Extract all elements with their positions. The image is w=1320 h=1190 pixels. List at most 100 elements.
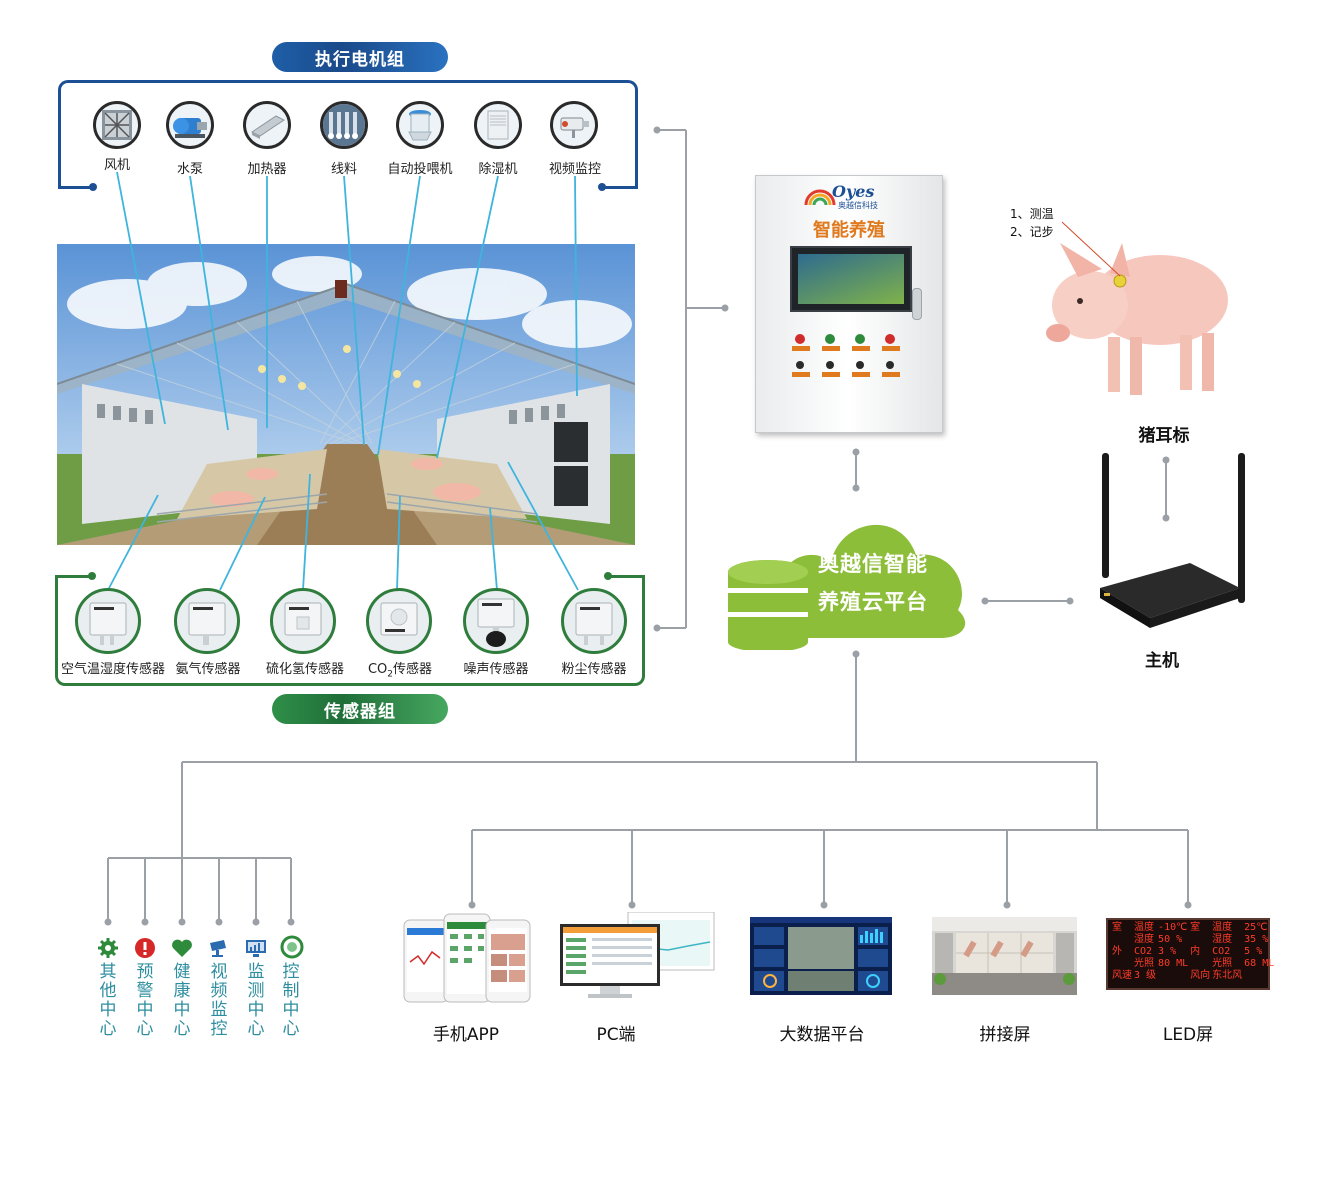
center-label-monitor: 监测中心 <box>247 962 265 1039</box>
center-label-control: 控制中心 <box>282 962 300 1039</box>
ear-tag-pointer <box>1061 221 1121 277</box>
cabinet-touchscreen <box>790 246 912 312</box>
co2-subscript: 2 <box>387 669 394 680</box>
led-cell: 风向 <box>1190 970 1211 981</box>
sensor-frame-top-left <box>55 575 92 578</box>
center-label-other: 其他中心 <box>99 962 117 1039</box>
feed-line-icon <box>320 101 368 149</box>
actuator-label-pump: 水泵 <box>176 162 204 177</box>
led-cell: 温度 <box>1134 922 1154 933</box>
monitor-icon <box>246 940 266 957</box>
cabinet-buttons <box>790 332 910 386</box>
actuator-label-camera: 视频监控 <box>548 162 602 177</box>
host-label: 主机 <box>1145 651 1179 671</box>
led-cell: 68 ML <box>1244 958 1275 969</box>
led-cell: 东北风 <box>1212 970 1243 981</box>
pig-ear-tag-illustration <box>1030 225 1235 405</box>
frame-dot <box>88 572 96 580</box>
sensor-frame-top-right <box>607 575 642 578</box>
pig-barn-illustration <box>57 244 635 545</box>
cabinet-handle <box>912 288 922 320</box>
pc-illustration <box>558 911 716 1004</box>
led-cell: 光照 <box>1134 958 1154 969</box>
co2-sensor-icon <box>366 588 432 654</box>
actuator-frame-bottom-right <box>603 186 635 189</box>
ammonia-sensor-icon <box>174 588 240 654</box>
led-cell <box>1189 934 1211 946</box>
auto-feeder-icon <box>396 101 444 149</box>
led-cell: 25℃ <box>1244 922 1268 933</box>
noise-sensor-icon <box>463 588 529 654</box>
led-cell <box>1157 970 1189 982</box>
alert-icon <box>135 938 155 958</box>
led-cell <box>1243 970 1275 982</box>
actuator-frame-bottom-left <box>58 186 90 189</box>
air-temp-humidity-sensor-icon <box>75 588 141 654</box>
frame-dot <box>89 183 97 191</box>
terminal-label-pc: PC端 <box>596 1025 636 1045</box>
led-cell: 湿度 <box>1212 934 1233 945</box>
led-cell: CO2 <box>1134 946 1153 957</box>
splice-screen-illustration <box>932 917 1077 995</box>
actuator-label-fan: 风机 <box>103 158 131 173</box>
led-cell <box>1111 934 1133 946</box>
center-label-video: 视频监控 <box>210 962 228 1039</box>
led-cell: 35 % <box>1244 934 1269 945</box>
led-cell: 5 % <box>1244 946 1263 957</box>
terminal-label-mobile: 手机APP <box>432 1025 500 1045</box>
frame-dot <box>598 183 606 191</box>
center-icon-alert <box>134 937 156 959</box>
cabinet-title: 智能养殖 <box>813 220 885 241</box>
center-label-alert: 预警中心 <box>136 962 154 1039</box>
center-label-health: 健康中心 <box>173 962 191 1039</box>
camera-icon <box>210 940 226 957</box>
cabinet-logo: Oyes 奥越信科技 <box>804 182 904 210</box>
brand-name: Oyes <box>832 182 875 201</box>
led-cell: 50 % <box>1158 934 1183 945</box>
ear-tag-feature-2: 2、记步 <box>1010 225 1054 239</box>
led-row: 光照 80 ML 光照 68 ML <box>1111 958 1275 970</box>
host-router-illustration <box>1090 448 1250 638</box>
led-cell: 室 <box>1112 922 1122 933</box>
led-cell: 外 <box>1112 946 1122 957</box>
co2-suffix: 传感器 <box>393 662 433 677</box>
led-cell: 内 <box>1190 946 1201 957</box>
actuator-label-heater: 加热器 <box>247 162 287 177</box>
led-cell: 室 <box>1190 922 1201 933</box>
sensor-group-title: 传感器组 <box>272 694 448 724</box>
leader-lines <box>107 171 579 591</box>
hydrogen-sulfide-sensor-icon <box>270 588 336 654</box>
fan-icon <box>93 101 141 149</box>
sensor-group-frame <box>55 575 645 686</box>
actuator-label-dehumidifier: 除湿机 <box>478 162 518 177</box>
sensor-label-co2: CO2传感器 <box>368 658 432 680</box>
led-cell: 3 级 <box>1134 970 1157 981</box>
led-cell: 光照 <box>1212 958 1233 969</box>
dehumidifier-icon <box>474 101 522 149</box>
led-cell: 温度 <box>1212 922 1233 933</box>
sensor-label-air: 空气温湿度传感器 <box>60 662 166 677</box>
led-cell: 风速 <box>1112 970 1132 981</box>
gear-icon <box>98 938 118 958</box>
terminal-label-led: LED屏 <box>1162 1025 1214 1045</box>
led-cell: 3 % <box>1158 946 1177 957</box>
camera-icon <box>550 101 598 149</box>
terminal-label-splice: 拼接屏 <box>979 1025 1031 1045</box>
center-icon-video <box>208 937 230 959</box>
actuator-label-feedline: 线料 <box>330 162 358 177</box>
control-cabinet: Oyes 奥越信科技 智能养殖 <box>755 175 943 433</box>
sensor-label-ammonia: 氨气传感器 <box>175 662 241 677</box>
dust-sensor-icon <box>561 588 627 654</box>
heart-icon <box>172 939 192 957</box>
led-cell: 80 ML <box>1158 958 1189 969</box>
water-pump-icon <box>166 101 214 149</box>
center-icon-health <box>171 937 193 959</box>
co2-text: CO <box>367 662 388 677</box>
cloud-platform: 奥越信智能 养殖云平台 <box>726 500 976 652</box>
center-icon-other <box>97 937 119 959</box>
big-data-platform-illustration <box>750 917 892 995</box>
